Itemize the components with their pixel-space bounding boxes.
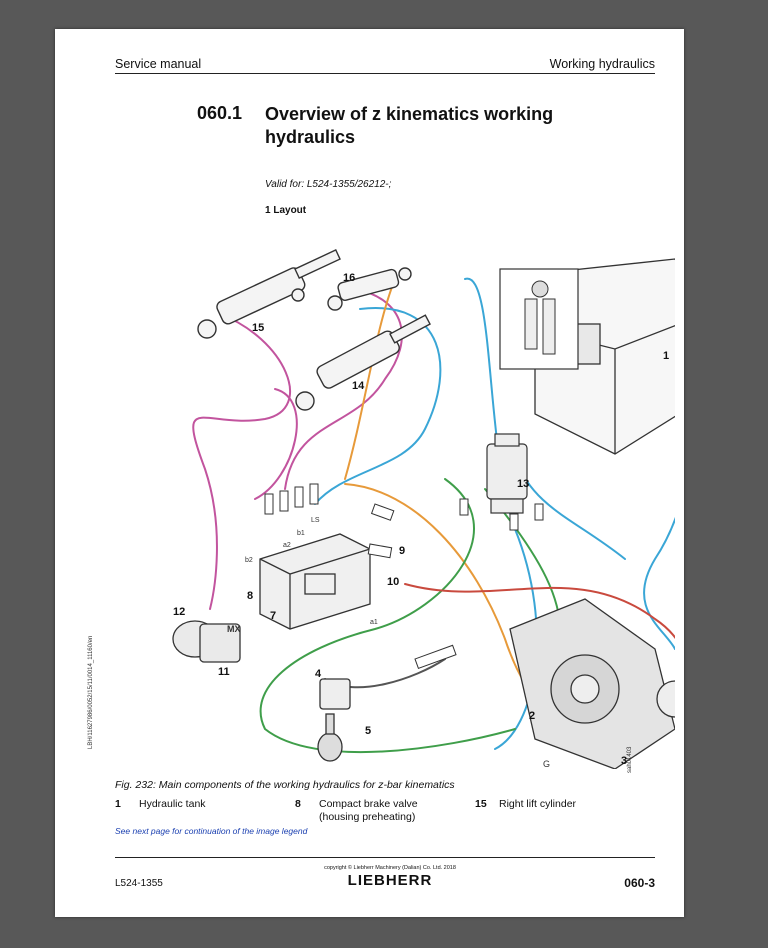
manual-page: Service manual Working hydraulics 060.1 … [55,29,684,917]
callout-13: 13 [517,478,529,490]
hose-pink [192,313,291,610]
hose-blue [643,358,675,650]
header-rule [115,73,655,74]
legend-number: 8 [295,798,301,810]
callout-14: 14 [352,380,365,392]
callout-10: 10 [387,576,399,588]
brand-logo: LIEBHERR [347,872,433,889]
model-number: L524-1355 [115,878,163,889]
callout-8: 8 [247,590,253,602]
port-label-a2: a2 [283,542,291,549]
callout-16: 16 [343,272,355,284]
valid-for: Valid for: L524-1355/26212-; [265,179,392,190]
callout-4: 4 [315,668,322,680]
header-left: Service manual [115,57,202,71]
legend-text: Right lift cylinder [499,798,577,810]
section-title: Overview of z kinematics working hydraul… [265,104,554,147]
subsection-title: 1 Layout [265,205,307,216]
callout-3: 3 [621,755,627,767]
figure-caption: Fig. 232: Main components of the working… [115,779,455,791]
rotary-feedthrough-13 [486,433,528,514]
legend-number: 15 [475,798,487,810]
header-right: Working hydraulics [549,57,655,71]
section-number: 060.1 [197,103,243,123]
control-valve-block [259,533,371,630]
hydraulics-diagram: 1 2 3 4 5 6 7 8 9 10 11 12 13 14 15 16 M… [172,249,675,769]
filter-inset [499,268,579,370]
port-label-ls: LS [311,517,320,524]
hose-blue [314,307,442,505]
callout-15: 15 [252,322,264,334]
legend-text: Hydraulic tank [139,798,206,810]
footer-rule [115,857,655,858]
lift-cylinder-14 [295,314,431,411]
callout-11: 11 [218,666,230,678]
hose-orange [344,278,396,480]
see-next-page-link[interactable]: See next page for continuation of the im… [115,826,308,836]
callout-9: 9 [399,545,405,557]
callout-1: 1 [663,350,669,362]
brake-valve-4 [319,678,351,710]
pump-11 [172,620,241,663]
callout-7: 7 [270,610,276,622]
callout-12: 12 [173,606,185,618]
hose-blue [514,458,626,560]
hose-pink [254,388,298,500]
port-label-mx: MX [227,624,241,634]
port-label-b1: b1 [297,530,305,537]
legend-number: 1 [115,798,121,810]
port-label-b2: b2 [245,557,253,564]
port-label-a1: a1 [370,619,378,626]
drawing-reference: sah01403 [627,746,633,773]
callout-5: 5 [365,725,371,737]
lift-cylinder-15 [197,249,341,339]
variable-pump-2 [509,598,675,769]
legend-text: Compact brake valve (housing preheating) [319,798,418,823]
hose-red [404,583,675,690]
page-number: 060-3 [624,876,655,890]
copyright-notice: copyright © Liebherr Machinery (Dalian) … [324,865,456,871]
accumulator-6 [317,713,343,762]
port-label-g: G [543,759,550,769]
callout-2: 2 [529,710,535,722]
side-reference: LBH/11627986/0052/15/11/0014_11160/en [88,635,94,749]
tilt-cylinder-16 [327,267,412,311]
hose-pink [284,288,403,490]
hose-green [259,478,516,754]
